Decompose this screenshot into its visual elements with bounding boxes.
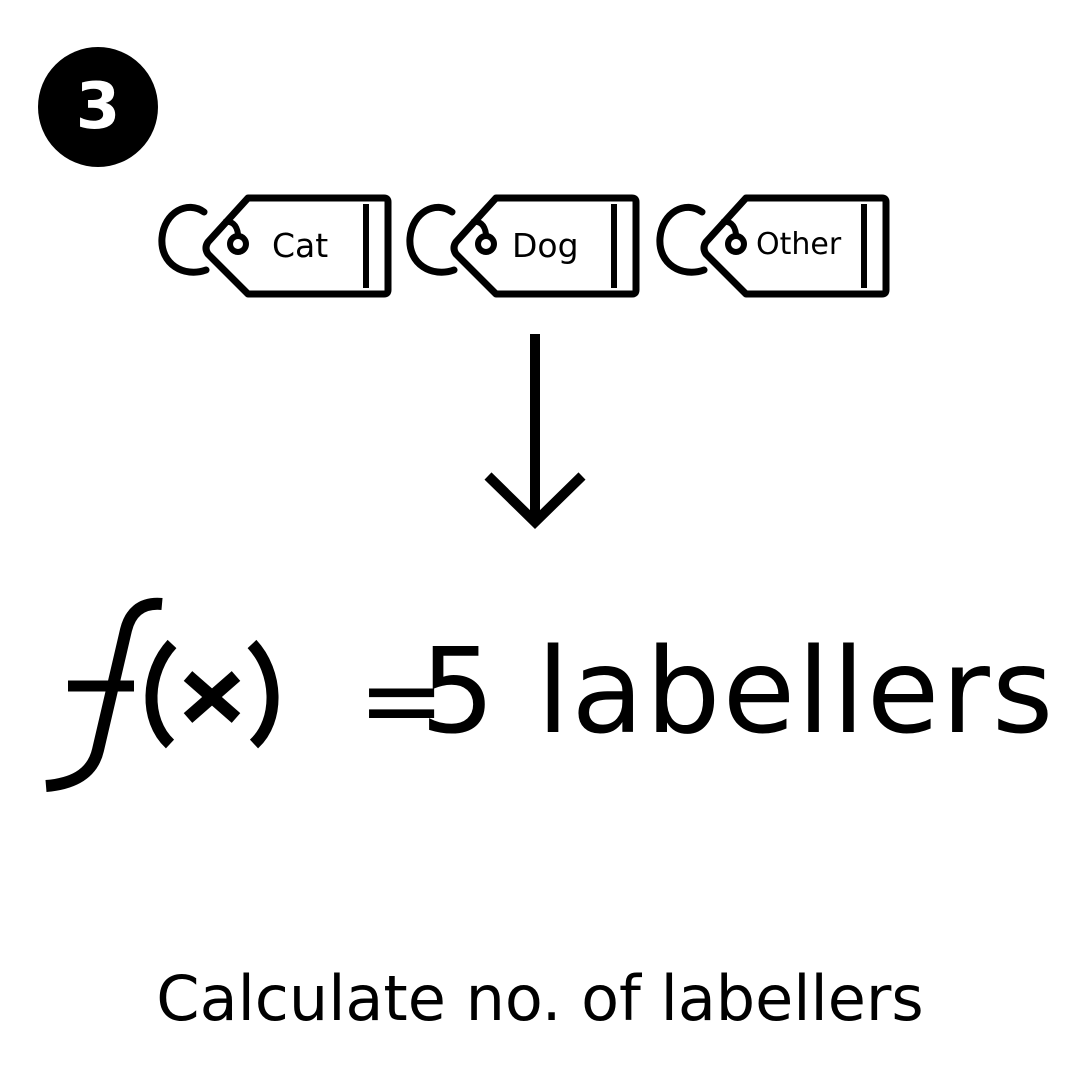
tag-icon <box>406 194 640 298</box>
tag-icon <box>158 194 392 298</box>
label-tags-row: Cat Dog Other <box>0 0 1080 320</box>
arrow-down-icon <box>484 334 586 529</box>
tag-label: Other <box>756 227 842 262</box>
label-tag-dog: Dog <box>406 190 642 300</box>
step-number: 3 <box>75 70 121 144</box>
step-number-badge: 3 <box>38 47 158 167</box>
tag-label: Dog <box>512 225 579 265</box>
function-fx-icon <box>45 597 279 792</box>
labeller-formula: = 5 labellers <box>40 590 1060 800</box>
label-tag-cat: Cat <box>158 190 394 300</box>
tag-icon <box>656 194 890 298</box>
step-caption: Calculate no. of labellers <box>156 962 924 1035</box>
labeller-count: 5 labellers <box>420 622 1056 760</box>
tag-label: Cat <box>272 225 329 265</box>
label-tag-other: Other <box>656 190 892 300</box>
equals-sign: = <box>358 639 446 761</box>
